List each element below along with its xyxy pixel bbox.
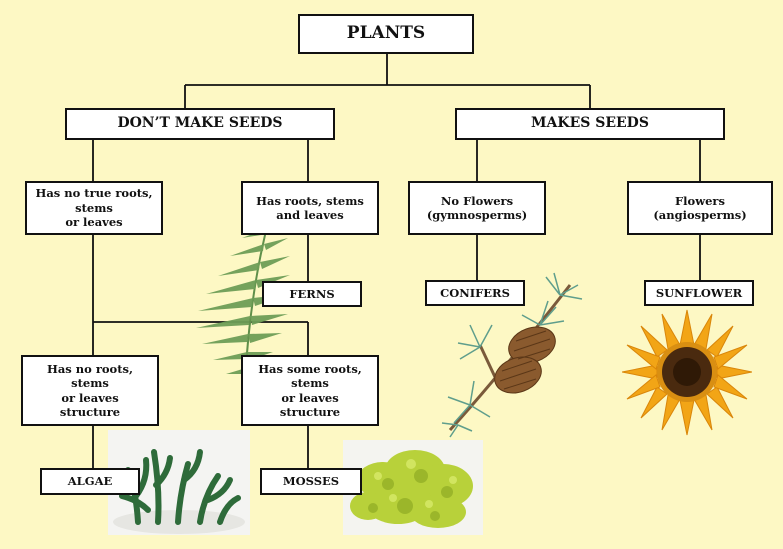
conifers-box: CONIFERS: [425, 280, 525, 306]
algae-label: ALGAE: [67, 474, 113, 489]
dont-make-seeds-label: DON’T MAKE SEEDS: [117, 115, 283, 132]
conifer-image: [441, 272, 583, 438]
dont-make-seeds-box: DON’T MAKE SEEDS: [65, 108, 335, 140]
no-roots-structure-label: Has no roots, stems or leaves structure: [46, 361, 134, 419]
makes-seeds-box: MAKES SEEDS: [455, 108, 725, 140]
flowers-label: Flowers (angiosperms): [653, 193, 747, 222]
no-flowers-label: No Flowers (gymnosperms): [426, 193, 528, 222]
plants-title: PLANTS: [346, 23, 426, 44]
some-roots-structure-label: Has some roots, stems or leaves structur…: [258, 361, 362, 419]
plants-title-box: PLANTS: [298, 14, 474, 54]
no-flowers-box: No Flowers (gymnosperms): [408, 181, 546, 235]
sunflower-label: SUNFLOWER: [655, 285, 743, 300]
makes-seeds-label: MAKES SEEDS: [531, 115, 649, 132]
no-roots-structure-box: Has no roots, stems or leaves structure: [21, 355, 159, 426]
conifers-label: CONIFERS: [440, 285, 510, 300]
no-true-roots-label: Has no true roots, stems or leaves: [35, 186, 153, 230]
sunflower-box: SUNFLOWER: [644, 280, 754, 306]
algae-box: ALGAE: [40, 468, 140, 495]
moss-image: [343, 440, 483, 535]
some-roots-structure-box: Has some roots, stems or leaves structur…: [241, 355, 379, 426]
ferns-box: FERNS: [262, 281, 362, 307]
mosses-box: MOSSES: [260, 468, 362, 495]
roots-stems-leaves-label: Has roots, stems and leaves: [256, 193, 364, 222]
no-true-roots-box: Has no true roots, stems or leaves: [25, 181, 163, 235]
ferns-label: FERNS: [289, 286, 335, 301]
roots-stems-leaves-box: Has roots, stems and leaves: [241, 181, 379, 235]
sunflower-image: [622, 309, 752, 436]
mosses-label: MOSSES: [282, 474, 340, 489]
flowers-box: Flowers (angiosperms): [627, 181, 773, 235]
